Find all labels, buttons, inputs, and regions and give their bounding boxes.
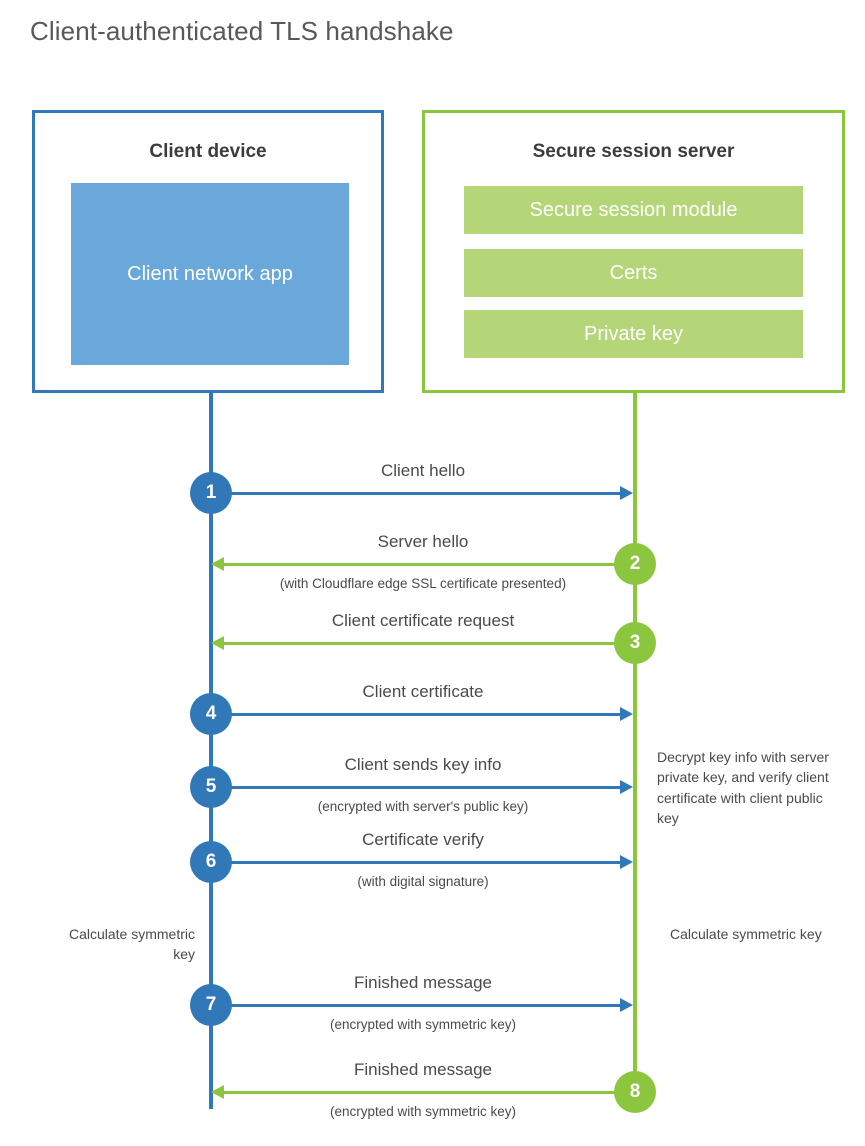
secure-session-server-box: Secure session server Secure session mod… xyxy=(422,110,845,393)
step-6-arrow-head xyxy=(620,855,633,869)
client-network-app-block: Client network app xyxy=(71,183,349,365)
server-lifeline xyxy=(633,393,637,1093)
step-4-number: 4 xyxy=(190,693,232,735)
step-7-label: Finished message xyxy=(354,973,492,992)
page-title: Client-authenticated TLS handshake xyxy=(30,16,454,46)
client-device-box: Client device Client network app xyxy=(32,110,384,393)
note-decrypt-key-info: Decrypt key info with server private key… xyxy=(657,749,829,826)
client-lifeline xyxy=(209,393,213,1109)
step-5-number: 5 xyxy=(190,766,232,808)
step-8-arrow-head xyxy=(211,1085,224,1099)
step-2-number: 2 xyxy=(614,543,656,585)
note-client-calculate-symmetric-key: Calculate symmetric key xyxy=(68,926,195,963)
step-1-arrow-head xyxy=(620,486,633,500)
step-4-label: Client certificate xyxy=(362,682,484,701)
step-2-sublabel: (with Cloudflare edge SSL certificate pr… xyxy=(279,576,567,591)
step-7-arrow-head xyxy=(620,998,633,1012)
step-8-arrow-line xyxy=(224,1091,635,1094)
step-1-number: 1 xyxy=(190,472,232,514)
step-3-arrow-line xyxy=(224,642,635,645)
step-5-arrow-head xyxy=(620,780,633,794)
step-7-arrow-line xyxy=(211,1004,620,1007)
step-2-arrow-line xyxy=(224,563,635,566)
step-6-arrow-line xyxy=(211,861,620,864)
step-2-arrow-head xyxy=(211,557,224,571)
step-5-label: Client sends key info xyxy=(344,755,502,774)
secure-session-server-title: Secure session server xyxy=(532,141,735,162)
step-3-arrow-head xyxy=(211,636,224,650)
step-8-label: Finished message xyxy=(354,1060,492,1079)
step-4-arrow-head xyxy=(620,707,633,721)
step-8-number: 8 xyxy=(614,1071,656,1113)
step-6-sublabel: (with digital signature) xyxy=(357,874,489,889)
step-6-number: 6 xyxy=(190,841,232,883)
step-8-sublabel: (encrypted with symmetric key) xyxy=(329,1104,517,1119)
step-3-number: 3 xyxy=(614,622,656,664)
step-7-number: 7 xyxy=(190,984,232,1026)
note-server-calculate-symmetric-key: Calculate symmetric key xyxy=(670,926,822,942)
step-3-label: Client certificate request xyxy=(331,611,515,630)
server-block-certs: Certs xyxy=(464,249,803,297)
step-2-label: Server hello xyxy=(377,532,469,551)
step-1-label: Client hello xyxy=(380,461,466,480)
client-device-title: Client device xyxy=(149,141,267,162)
step-6-label: Certificate verify xyxy=(362,830,484,849)
step-1-arrow-line xyxy=(211,492,620,495)
step-5-arrow-line xyxy=(211,786,620,789)
step-4-arrow-line xyxy=(211,713,620,716)
server-block-secure-session-module: Secure session module xyxy=(464,186,803,234)
step-7-sublabel: (encrypted with symmetric key) xyxy=(329,1017,517,1032)
server-block-private-key: Private key xyxy=(464,310,803,358)
step-5-sublabel: (encrypted with server's public key) xyxy=(317,799,529,814)
